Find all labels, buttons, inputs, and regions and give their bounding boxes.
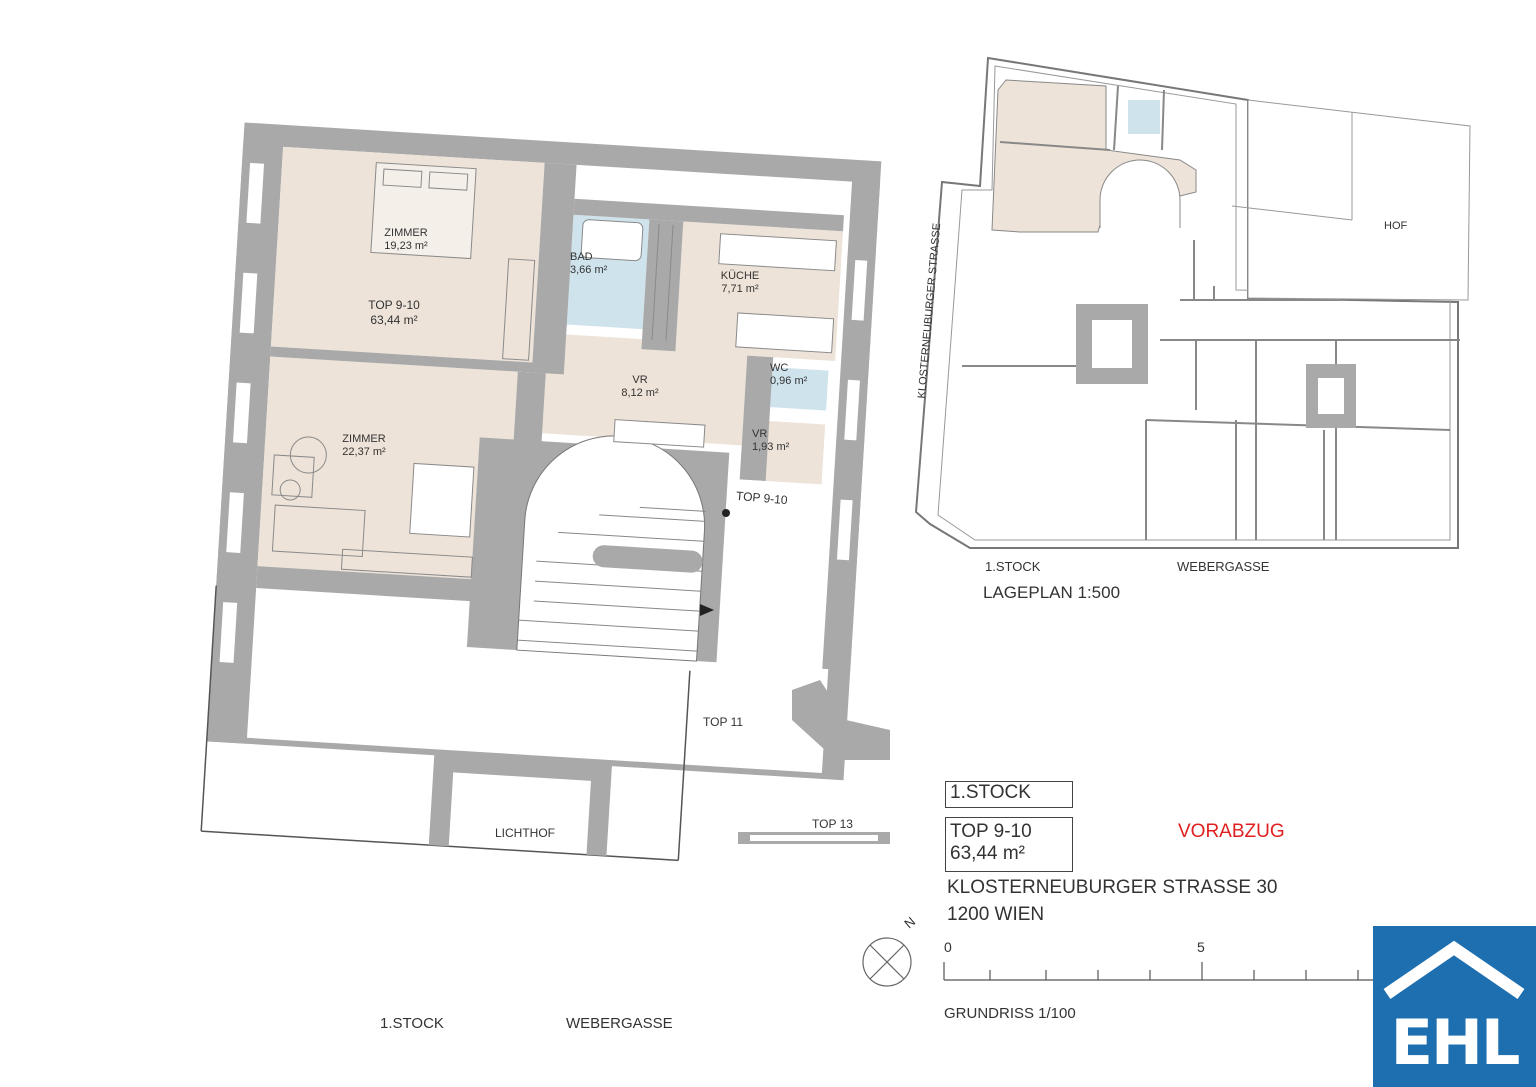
address-line1: KLOSTERNEUBURGER STRASSE 30 [947, 877, 1278, 898]
unit-name: TOP 9-10 [368, 298, 420, 312]
room-area: 22,37 m² [342, 446, 386, 458]
site-street-bottom: WEBERGASSE [1177, 559, 1270, 574]
room-area: 7,71 m² [721, 283, 759, 295]
interior-walls [256, 162, 844, 604]
room-label-kueche: KÜCHE 7,71 m² [705, 270, 775, 296]
room-label-zimmer-2: ZIMMER 22,37 m² [324, 433, 404, 459]
title-floor-box: 1.STOCK [945, 781, 1073, 808]
room-vr [542, 333, 748, 446]
room-label-top: TOP 9-10 63,44 m² [358, 298, 430, 328]
scale-caption: GRUNDRISS 1/100 [944, 1005, 1076, 1022]
room-name: KÜCHE [720, 270, 760, 282]
room-name: VR [752, 428, 768, 440]
main-plan [200, 122, 882, 862]
site-hof [1247, 99, 1471, 301]
plan-street-label: WEBERGASSE [566, 1015, 673, 1032]
scale-bar [943, 962, 1373, 981]
room-label-zimmer-1: ZIMMER 19,23 m² [366, 227, 446, 253]
left-windows [219, 162, 265, 663]
site-floor-label: 1.STOCK [985, 559, 1041, 574]
title-floor: 1.STOCK [950, 782, 1031, 803]
room-name: ZIMMER [384, 227, 428, 239]
stamp-vorabzug: VORABZUG [1178, 821, 1285, 842]
title-area: 63,44 m² [950, 843, 1025, 864]
top13-label: TOP 13 [812, 817, 853, 831]
unit-area: 63,44 m² [370, 313, 418, 327]
room-label-wc: WC 0,96 m² [770, 362, 810, 388]
room-label-vr: VR 8,12 m² [610, 374, 670, 400]
room-area: 8,12 m² [621, 387, 659, 399]
room-name: VR [632, 374, 648, 386]
title-unit-box: TOP 9-10 63,44 m² [945, 817, 1073, 872]
title-unit: TOP 9-10 [950, 821, 1032, 842]
plan-floor-label: 1.STOCK [380, 1015, 444, 1032]
room-name: ZIMMER [342, 433, 386, 445]
lichthof-wall [428, 751, 613, 856]
logo-text: EHL [1390, 1006, 1521, 1079]
room-wc [770, 367, 829, 411]
entrance-marker [722, 509, 730, 517]
bay-corner [792, 680, 890, 760]
ehl-logo: EHL [1373, 926, 1536, 1087]
furniture [271, 162, 837, 578]
lichthof-label: LICHTHOF [495, 826, 555, 840]
room-area: 3,66 m² [570, 264, 608, 276]
entrance-arrow [700, 604, 714, 616]
address-line2: 1200 WIEN [947, 904, 1045, 925]
room-label-bad: BAD 3,66 m² [570, 251, 610, 277]
scale-zero: 0 [944, 939, 952, 955]
room-area: 0,96 m² [770, 375, 808, 387]
house-icon [1383, 940, 1525, 999]
room-label-vr-small: VR 1,93 m² [752, 428, 800, 454]
room-name: WC [770, 362, 789, 374]
site-scale-label: LAGEPLAN 1:500 [983, 583, 1121, 602]
scale-five: 5 [1197, 939, 1205, 955]
site-plan [914, 56, 1471, 549]
north-compass-icon [862, 937, 912, 987]
room-area: 19,23 m² [384, 240, 428, 252]
top11-label: TOP 11 [703, 715, 744, 729]
room-area: 1,93 m² [752, 441, 790, 453]
room-name: BAD [570, 251, 593, 263]
site-hof-label: HOF [1384, 220, 1408, 232]
